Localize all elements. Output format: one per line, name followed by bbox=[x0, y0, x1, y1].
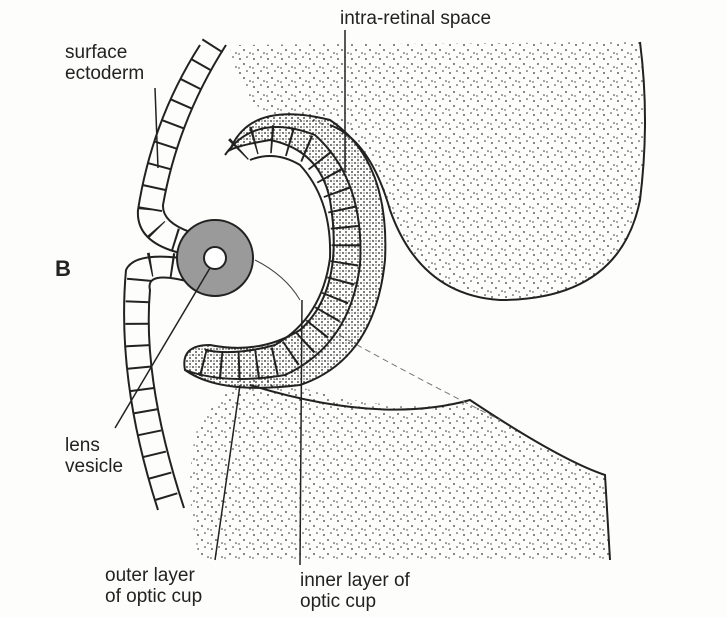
mesenchyme-region bbox=[190, 42, 645, 560]
label-line: vesicle bbox=[65, 456, 124, 477]
label-line: of optic cup bbox=[105, 586, 203, 607]
label-line: lens bbox=[65, 435, 100, 456]
lens-vesicle bbox=[176, 219, 254, 297]
inner-layer-optic-cup bbox=[184, 125, 362, 380]
surface-ectoderm bbox=[123, 38, 227, 514]
label-outer-layer: outer layer of optic cup bbox=[105, 565, 202, 607]
label-line: ectoderm bbox=[65, 63, 145, 84]
label-line: optic cup bbox=[300, 591, 377, 612]
label-line: outer layer bbox=[105, 565, 195, 586]
label-inner-layer: inner layer of optic cup bbox=[300, 570, 410, 612]
leader-lines bbox=[114, 30, 346, 566]
label-line: surface bbox=[65, 42, 128, 63]
label-surface-ectoderm: surface ectoderm bbox=[65, 42, 144, 84]
panel-letter: B bbox=[55, 256, 71, 281]
label-line: inner layer of bbox=[300, 570, 410, 591]
label-lens-vesicle: lens vesicle bbox=[65, 435, 123, 477]
label-intra-retinal-space: intra-retinal space bbox=[340, 8, 492, 29]
